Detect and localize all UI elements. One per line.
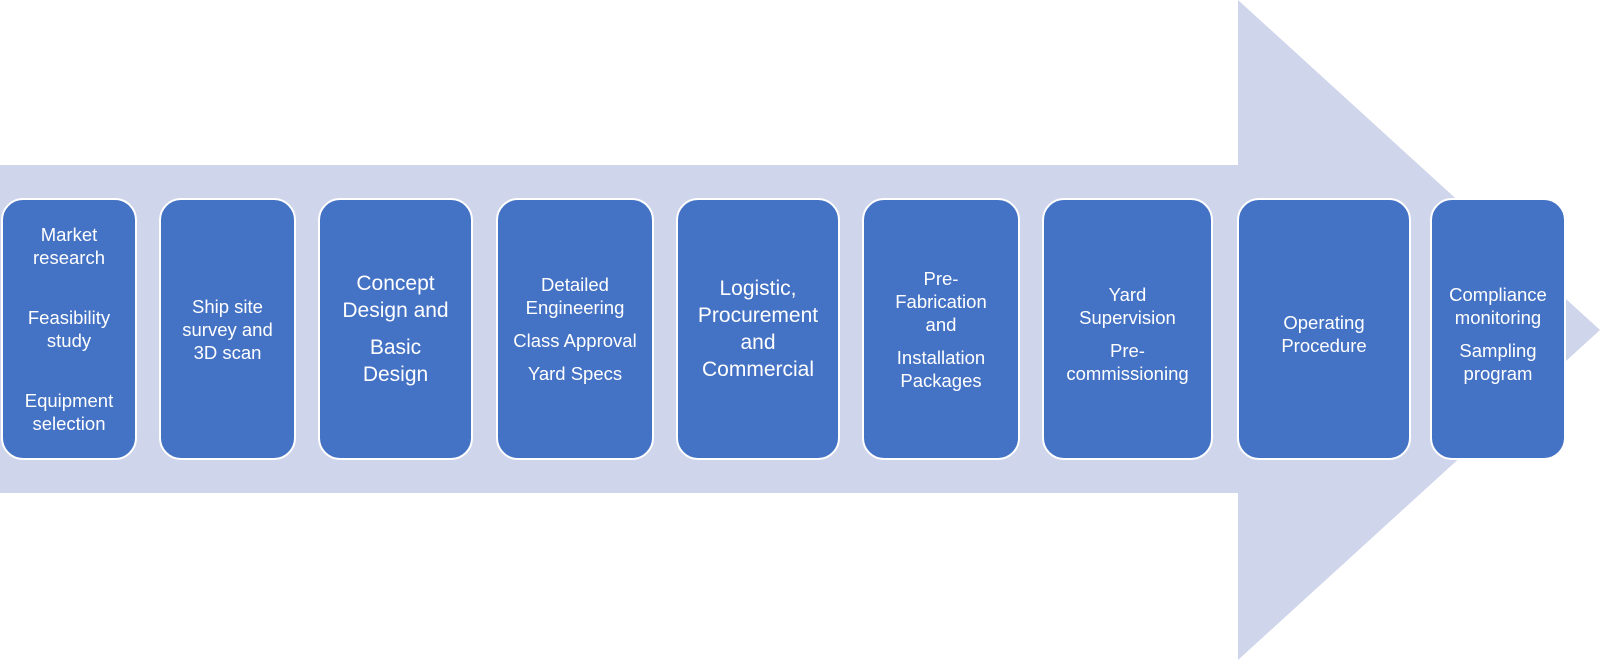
step-text-line: Logistic, <box>719 277 797 300</box>
step-text-line: Equipment <box>24 390 114 411</box>
step-text-line: Design and <box>342 299 449 322</box>
step-text-line: Supervision <box>1079 307 1176 328</box>
step-paragraph: Yard Specs <box>528 362 622 385</box>
step-text-line: Sampling <box>1459 340 1537 361</box>
step-text-line: Class Approval <box>513 330 637 351</box>
step-text-line: Compliance <box>1449 284 1547 305</box>
step-text-line: Procurement <box>697 304 819 327</box>
step-text-line: Engineering <box>525 297 625 318</box>
step-text-line: survey and <box>182 318 273 340</box>
step-text-line: and <box>740 331 776 354</box>
step-text-line: research <box>33 247 105 268</box>
step-text-line: Installation <box>896 346 986 368</box>
step-text-line: program <box>1463 363 1533 384</box>
step-text-line: Pre- <box>1110 340 1145 361</box>
step-text-line: selection <box>32 413 106 434</box>
step-text-line: Feasibility <box>27 307 111 328</box>
step-text-line: Commercial <box>701 358 814 381</box>
step-text-line: monitoring <box>1454 307 1542 328</box>
step-text-line: Pre- <box>923 267 959 289</box>
step-paragraph: Class Approval <box>513 329 636 352</box>
step-text-line: Ship site <box>192 295 263 317</box>
step-text-line: study <box>46 330 92 351</box>
step-text-line: Detailed <box>541 274 609 295</box>
step-paragraph: Pre-commissioning <box>1066 339 1188 385</box>
step-text-line: Basic <box>369 336 422 359</box>
step-text-line: Yard <box>1108 284 1147 305</box>
step-text-line: Fabrication <box>895 290 987 312</box>
step-text-line: commissioning <box>1066 363 1189 384</box>
step-text-line: Operating <box>1283 312 1365 333</box>
step-text-line: Market <box>40 224 98 245</box>
step-text-line: and <box>925 313 957 335</box>
step-text-line: Packages <box>900 369 982 391</box>
step-text-line: Design <box>362 363 429 386</box>
step-text-line: Concept <box>356 272 435 295</box>
step-text-line: Yard Specs <box>527 363 623 384</box>
step-text-line: Procedure <box>1281 335 1367 356</box>
step-text-line: 3D scan <box>193 341 262 363</box>
